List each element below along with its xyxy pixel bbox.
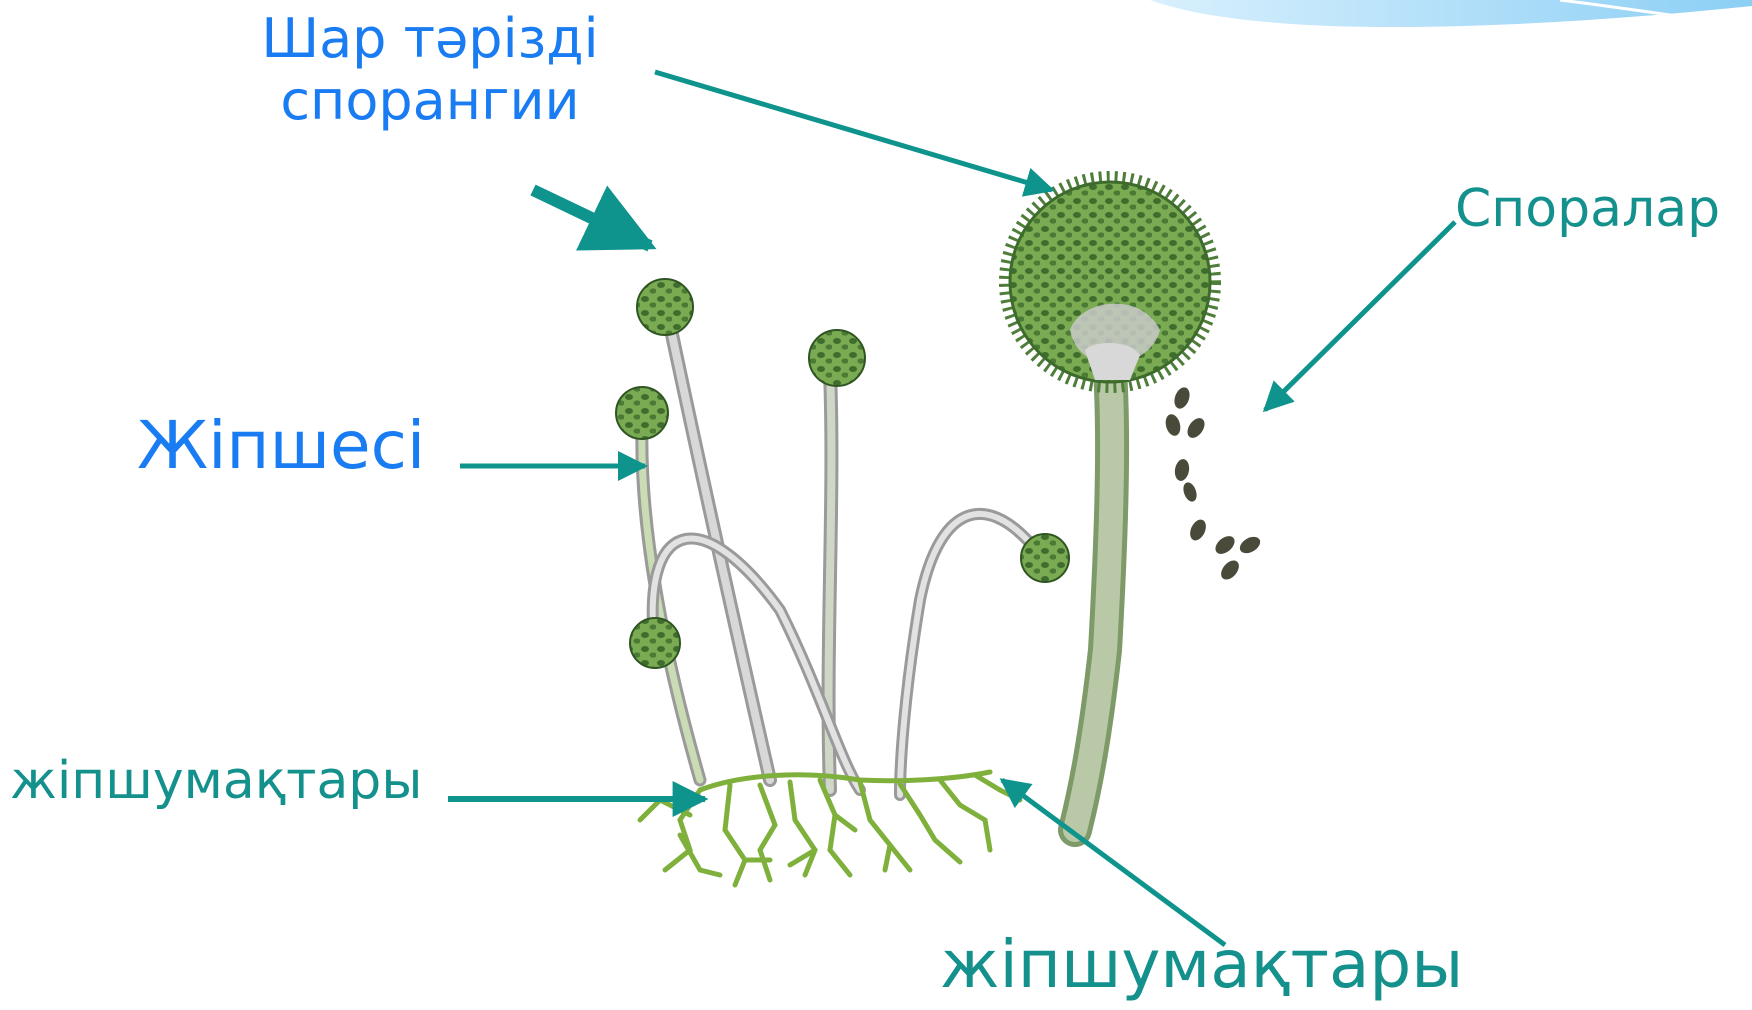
sporangium-small-4 [630, 618, 680, 668]
sporangium-small-1 [637, 279, 693, 335]
large-sporangium [1004, 176, 1216, 388]
label-hypha: Жіпшесі [137, 408, 425, 484]
label-rhizoids-left: жіпшумақтары [10, 752, 422, 812]
stalk-5 [900, 514, 1040, 795]
sporangium-small-2 [809, 330, 865, 386]
sporangium-small-3 [616, 387, 668, 439]
arrow-sporangia-large [655, 72, 1052, 190]
sporangium-small-5 [1021, 534, 1069, 582]
arrow-spores [1265, 222, 1455, 410]
label-sporangia: Шар тәрізді спорангии [240, 8, 620, 132]
annotation-arrows [448, 72, 1455, 945]
arrow-rhizoids-bottom [1002, 780, 1225, 945]
stalk-5-inner [900, 514, 1040, 795]
label-spores: Споралар [1455, 180, 1720, 240]
small-sporangia [616, 279, 1069, 668]
label-rhizoids-bottom: жіпшумақтары [940, 927, 1463, 1003]
arrow-sporangia-small [533, 190, 650, 246]
spores-cluster [1163, 385, 1263, 583]
